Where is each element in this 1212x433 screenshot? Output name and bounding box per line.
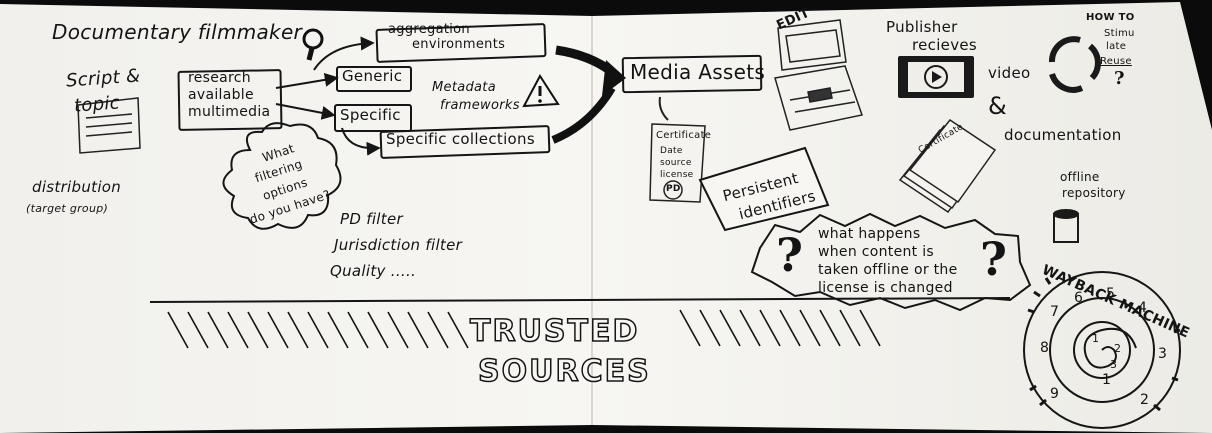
generic-label: Generic xyxy=(342,67,403,85)
hatching xyxy=(167,309,881,349)
how-to-line-1: HOW TO xyxy=(1086,12,1135,23)
dial-inner-1: 1 xyxy=(1092,332,1100,345)
dial-number-9: 9 xyxy=(1050,386,1060,402)
dial-number-3: 3 xyxy=(1158,346,1168,362)
tag-string xyxy=(658,96,669,121)
aggregation-line-1: aggregation xyxy=(388,22,470,37)
film-strip-icon xyxy=(898,56,974,98)
warning-icon xyxy=(522,74,560,108)
metadata-line-1: Metadata xyxy=(432,80,496,95)
aggregation-line-2: environments xyxy=(412,37,506,52)
publisher-line-1: Publisher xyxy=(886,18,958,36)
dial-number-1: 1 xyxy=(1102,372,1112,388)
title: Documentary filmmaker xyxy=(52,20,303,44)
dial-inner-3: 3 xyxy=(1110,358,1118,371)
dial-number-6: 6 xyxy=(1074,290,1084,306)
question-line-3: taken offline or the xyxy=(818,262,958,278)
specific-label: Specific xyxy=(340,106,401,124)
how-to-line-4: Reuse xyxy=(1100,56,1132,67)
thought-cloud xyxy=(222,122,342,230)
wayback-dial xyxy=(1023,271,1181,429)
document-stack xyxy=(898,118,997,214)
certificate-line-2: Date xyxy=(660,146,683,156)
certificate-line-1: Certificate xyxy=(656,130,712,141)
research-line-1: research xyxy=(188,70,251,86)
question-line-2: when content is xyxy=(818,244,934,260)
offline-line-2: repository xyxy=(1062,186,1126,200)
dial-number-8: 8 xyxy=(1040,340,1050,356)
dial-number-5: 5 xyxy=(1106,286,1116,302)
how-to-line-3: late xyxy=(1106,41,1127,52)
question-bubble xyxy=(750,212,1032,312)
trusted-label: TRUSTED xyxy=(469,313,640,350)
document-icon xyxy=(77,97,141,154)
edit-sketch xyxy=(774,19,863,131)
sources-label: SOURCES xyxy=(477,353,651,390)
pd-stamp-icon xyxy=(663,180,683,200)
dial-inner-2: 2 xyxy=(1114,342,1122,355)
how-to-line-2: Stimu xyxy=(1104,28,1135,39)
distribution-label: distribution xyxy=(32,178,122,196)
target-group-label: (target group) xyxy=(26,202,109,215)
certificate-line-4: license xyxy=(660,170,694,180)
how-to-question: ? xyxy=(1114,68,1125,89)
dial-number-2: 2 xyxy=(1140,392,1150,408)
script-topic-line-2: topic xyxy=(73,92,121,117)
question-line-1: what happens xyxy=(818,226,921,242)
flow-arrow-bottom xyxy=(551,85,616,144)
pd-stamp-label: PD xyxy=(666,184,681,194)
ground-line xyxy=(149,297,1011,303)
pd-filter: PD filter xyxy=(340,210,403,228)
specific-box xyxy=(334,104,412,132)
research-line-2: available xyxy=(188,87,254,103)
flow-arrow-head xyxy=(602,60,626,96)
recycle-icon xyxy=(1049,36,1101,93)
persistent-doc xyxy=(698,146,830,232)
ampersand: & xyxy=(988,92,1008,120)
arrow-to-specific xyxy=(275,103,336,120)
video-label: video xyxy=(988,64,1031,82)
magnifier-icon xyxy=(302,28,324,61)
quality-filter: Quality ..... xyxy=(330,262,417,280)
research-line-3: multimedia xyxy=(188,104,271,120)
jurisdiction-filter: Jurisdiction filter xyxy=(334,236,463,254)
paper-left xyxy=(0,4,592,433)
arrow-to-aggregation xyxy=(313,36,375,71)
dial-number-4: 4 xyxy=(1138,300,1148,316)
question-mark-left: ? xyxy=(776,228,804,282)
documentation-label: documentation xyxy=(1004,126,1122,144)
offline-line-1: offline xyxy=(1060,170,1100,184)
question-mark-right: ? xyxy=(980,232,1008,286)
certificate-line-3: source xyxy=(660,158,692,168)
arrow-to-generic xyxy=(275,72,339,89)
question-line-4: license is changed xyxy=(818,280,953,296)
repository-icon xyxy=(1053,209,1079,243)
collections-label: Specific collections xyxy=(386,130,535,148)
generic-box xyxy=(336,66,412,92)
metadata-line-2: frameworks xyxy=(440,98,520,113)
media-assets-label: Media Assets xyxy=(630,60,766,84)
certificate-tag xyxy=(649,123,706,203)
dial-number-7: 7 xyxy=(1050,304,1060,320)
publisher-line-2: recieves xyxy=(912,36,978,54)
